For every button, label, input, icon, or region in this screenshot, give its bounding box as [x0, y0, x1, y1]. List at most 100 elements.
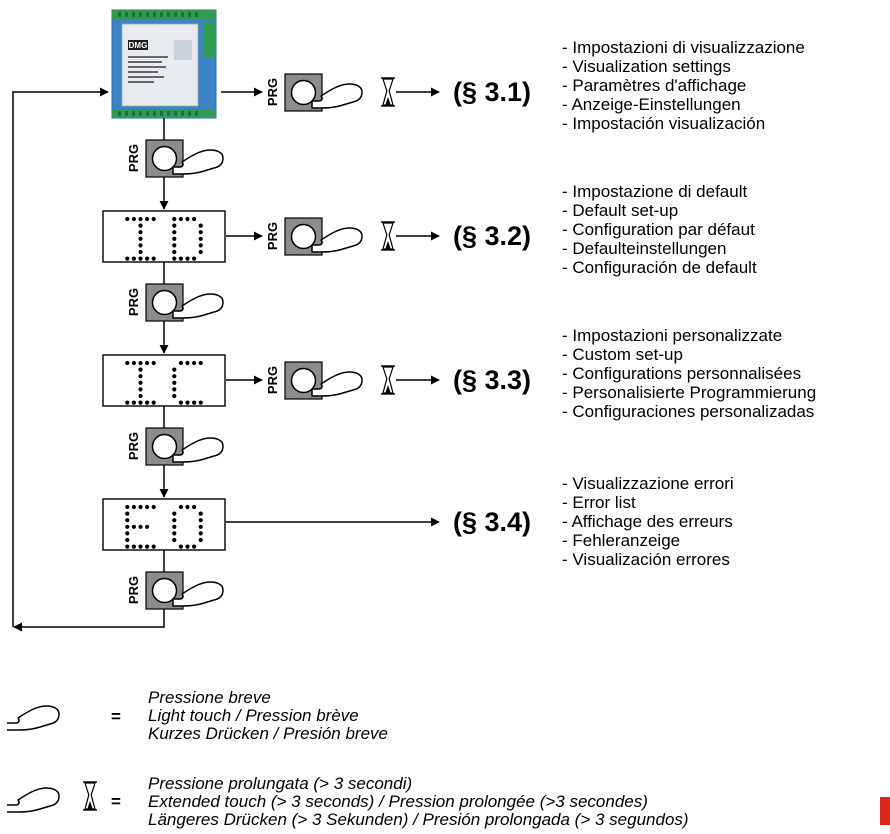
- display-dot: [151, 400, 156, 405]
- display-dot: [198, 518, 203, 523]
- display-dot: [138, 230, 143, 235]
- display-dot: [172, 367, 177, 372]
- display-dot: [131, 524, 136, 529]
- hourglass-icon: [380, 221, 396, 251]
- display-dot: [138, 374, 143, 379]
- display-dot: [178, 216, 183, 222]
- display-dot: [178, 256, 183, 261]
- display-ic: I C: [102, 354, 226, 407]
- terminal-block-top: [112, 10, 216, 19]
- display-dot: [138, 360, 143, 366]
- display-dot: [172, 243, 177, 248]
- prg-button-1: PRG: [126, 139, 224, 178]
- display-dot: [198, 531, 203, 536]
- desc-line: - Visualización errores: [562, 550, 730, 569]
- display-dot: [198, 511, 203, 516]
- display-dot: [178, 400, 183, 405]
- display-dot: [138, 243, 143, 248]
- display-e0: E 0: [102, 498, 226, 551]
- legend-line: Längeres Drücken (> 3 Sekunden) / Presió…: [148, 810, 689, 829]
- description-3-1: - Impostazioni di visualizzazione - Visu…: [562, 38, 887, 133]
- return-arrow-left: [13, 609, 165, 632]
- prg-hold-button-3: PRG: [265, 361, 396, 400]
- display-dot: [172, 230, 177, 235]
- display-dot: [192, 256, 197, 261]
- display-dot: [185, 256, 190, 261]
- display-dot: [151, 360, 156, 366]
- display-dot: [138, 524, 143, 529]
- display-dot: [172, 518, 177, 523]
- display-dot: [145, 256, 150, 261]
- display-dot: [192, 544, 197, 549]
- display-dot: [125, 544, 130, 549]
- display-dot: [138, 249, 143, 255]
- desc-line: - Visualization settings: [562, 57, 731, 76]
- display-dot: [172, 374, 177, 379]
- display-dot: [145, 524, 150, 529]
- desc-line: - Fehleranzeige: [562, 531, 681, 550]
- display-dot: [125, 400, 130, 405]
- description-3-4: - Visualizzazione errori - Error list - …: [562, 474, 887, 569]
- hourglass-icon: [380, 365, 396, 395]
- display-dot: [151, 256, 156, 261]
- hourglass-icon: [380, 77, 396, 107]
- device-brand-label: DMG: [129, 41, 148, 50]
- display-dot: [131, 256, 136, 261]
- display-dot: [172, 524, 177, 529]
- display-dot: [125, 524, 130, 529]
- prg-button-3: PRG: [126, 427, 224, 466]
- desc-line: - Default set-up: [562, 201, 679, 220]
- terminal-block-bottom: [112, 109, 216, 118]
- display-dot: [198, 223, 203, 228]
- display-dot: [145, 400, 150, 405]
- desc-line: - Error list: [562, 493, 636, 512]
- prg-button-2: PRG: [126, 283, 224, 322]
- display-dot: [172, 380, 177, 385]
- desc-line: - Configuración de default: [562, 258, 757, 277]
- desc-line: - Defaulteinstellungen: [562, 239, 727, 258]
- display-dot: [172, 223, 177, 228]
- desc-line: - Impostación visualización: [562, 114, 766, 133]
- prg-label: PRG: [265, 222, 280, 250]
- display-dot: [198, 400, 203, 405]
- display-dot: [198, 537, 203, 543]
- desc-line: - Configurations personnalisées: [562, 364, 802, 383]
- display-dot: [125, 531, 130, 536]
- legend-line: Extended touch (> 3 seconds) / Pression …: [148, 792, 648, 811]
- prg-hold-button-2: PRG: [265, 217, 396, 256]
- desc-line: - Paramètres d'affichage: [562, 76, 747, 95]
- display-dot: [145, 504, 150, 510]
- prg-button-4: PRG: [126, 571, 224, 610]
- prg-label: PRG: [126, 288, 141, 316]
- display-dot: [172, 387, 177, 392]
- display-dot: [138, 236, 143, 241]
- display-dot: [138, 216, 143, 222]
- prg-hold-button-1: PRG: [265, 73, 396, 112]
- display-dot: [138, 256, 143, 261]
- display-dot: [151, 504, 156, 510]
- display-dot: [131, 504, 136, 510]
- display-dot: [138, 400, 143, 405]
- display-dot: [145, 544, 150, 549]
- display-dot: [172, 511, 177, 516]
- display-dot: [138, 223, 143, 228]
- legend-line: Pressione breve: [148, 688, 271, 707]
- legend-hand-icon: [6, 705, 60, 731]
- display-dot: [125, 256, 130, 261]
- display-dot: [198, 230, 203, 235]
- prg-label: PRG: [265, 78, 280, 106]
- description-3-2: - Impostazione di default - Default set-…: [562, 182, 887, 277]
- return-arrow-up: [12, 87, 109, 627]
- display-dot: [125, 518, 130, 523]
- legend-equals: =: [111, 707, 121, 726]
- device-image: DMG: [111, 9, 217, 119]
- display-dot: [178, 544, 183, 549]
- desc-line: - Custom set-up: [562, 345, 683, 364]
- display-dot: [185, 360, 190, 366]
- display-dot: [198, 243, 203, 248]
- display-dot: [138, 380, 143, 385]
- display-dot: [138, 544, 143, 549]
- legend-line: Light touch / Pression brève: [148, 706, 359, 725]
- display-dot: [125, 360, 130, 366]
- display-dot: [192, 360, 197, 366]
